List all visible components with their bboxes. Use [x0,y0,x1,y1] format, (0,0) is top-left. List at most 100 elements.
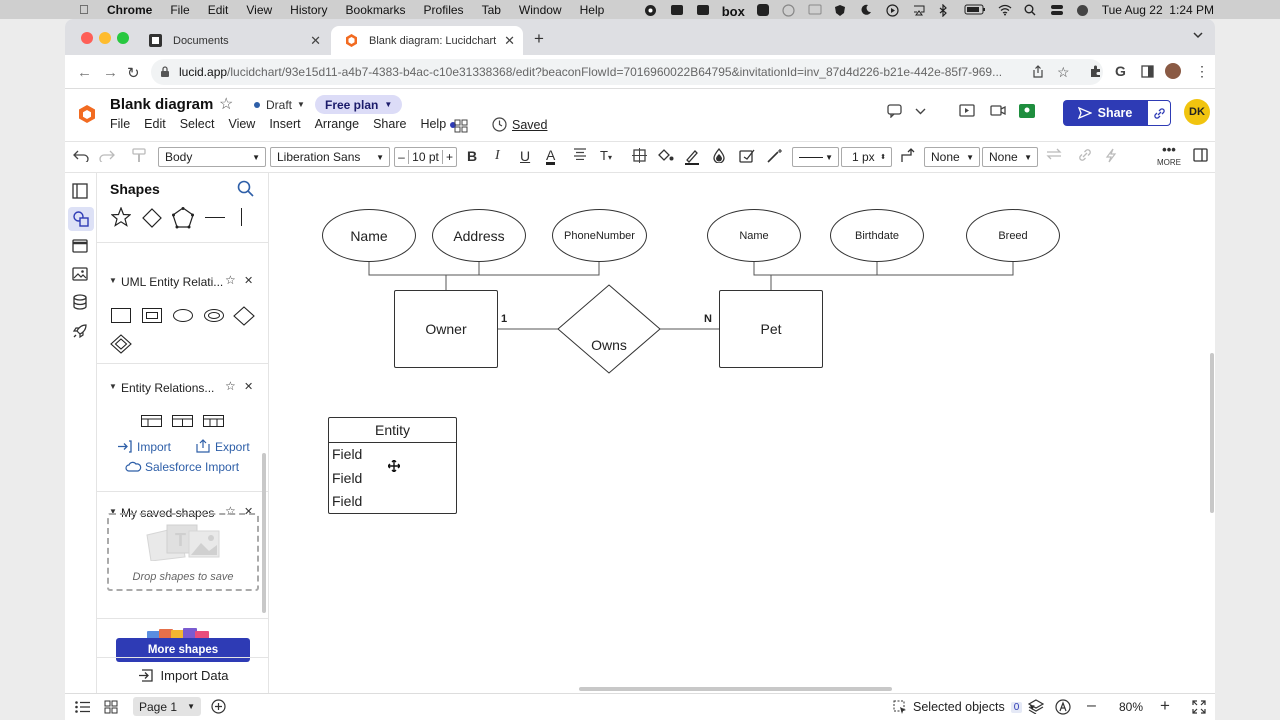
decrease-size-button[interactable]: – [395,150,409,164]
screen-icon[interactable] [808,4,822,16]
attribute-pet-name[interactable]: Name [707,209,801,262]
menubar-item-edit[interactable]: Edit [207,2,229,17]
import-link[interactable]: Import [137,440,172,454]
section-title-uml-er[interactable]: UML Entity Relati... [121,275,224,289]
opacity-icon[interactable] [713,148,725,163]
actions-icon[interactable] [1105,148,1117,163]
templates-icon[interactable] [72,238,90,256]
teams-icon[interactable] [696,4,710,16]
line-style-select[interactable]: ▼ [792,147,839,167]
menu-help[interactable]: Help [420,117,456,131]
fullscreen-icon[interactable] [1192,700,1206,714]
tab-documents[interactable]: Documents ✕ [135,26,329,55]
grammarly-icon[interactable]: G [1115,63,1126,79]
entity-field-row[interactable]: Field [332,493,363,509]
video-icon[interactable] [990,105,1006,116]
attribute-owner-phone[interactable]: PhoneNumber [552,209,647,262]
tab-close-icon[interactable]: ✕ [310,32,321,48]
redo-icon[interactable] [99,148,115,162]
panel-scrollbar[interactable] [262,453,266,613]
vertical-line-shape-icon[interactable] [241,208,242,226]
accessibility-icon[interactable] [1055,699,1071,715]
image-icon[interactable] [72,266,90,284]
box-icon[interactable]: box [721,3,745,19]
increase-size-button[interactable]: + [442,150,456,164]
entity-table-header[interactable]: Entity [329,418,456,443]
zoom-out-icon[interactable]: – [1087,697,1096,714]
weak-entity-shape-icon[interactable] [142,308,162,323]
shield-icon[interactable] [834,4,848,16]
end-arrow-select[interactable]: None▼ [982,147,1038,167]
menubar-item-profiles[interactable]: Profiles [423,2,464,17]
apple-icon[interactable]:  [79,2,93,17]
align-icon[interactable] [573,148,587,160]
entity-owner[interactable]: Owner [394,290,498,368]
favorite-star-icon[interactable]: ☆ [219,96,234,113]
more-shapes-button[interactable]: More shapes [116,638,250,662]
line-color-icon[interactable] [684,148,700,165]
export-link[interactable]: Export [215,440,250,454]
saved-shapes-dropzone[interactable]: T Drop shapes to save [107,513,259,591]
back-icon[interactable]: ← [77,64,92,81]
fill-color-icon[interactable] [657,148,674,163]
search-icon[interactable] [1024,4,1038,16]
moon-icon[interactable] [860,4,874,16]
edit-shape-icon[interactable] [739,148,755,163]
swap-arrows-icon[interactable] [1046,148,1062,160]
menu-insert[interactable]: Insert [269,117,301,131]
menu-select[interactable]: Select [179,117,215,131]
line-width-select[interactable]: 1 px⬍ [841,147,892,167]
minimize-window-button[interactable] [99,32,111,44]
attribute-pet-birthdate[interactable]: Birthdate [830,209,924,262]
selected-objects[interactable]: Selected objects 0 ▼ [893,700,1036,714]
lucidchart-logo-icon[interactable] [79,105,95,123]
cardinality-many[interactable]: N [704,313,712,325]
attribute-owner-name[interactable]: Name [322,209,416,262]
menubar-item-tab[interactable]: Tab [481,2,501,17]
shape-options-icon[interactable] [632,148,647,163]
menubar-clock[interactable]: Tue Aug 22 1:24 PM [1101,2,1214,17]
play-icon[interactable] [886,3,900,17]
cardinality-one[interactable]: 1 [501,313,508,325]
panel-toggle-icon[interactable] [1193,148,1208,162]
menu-share[interactable]: Share [373,117,407,131]
magic-wand-icon[interactable] [767,148,784,163]
underline-button[interactable]: U [520,148,531,164]
close-section-icon[interactable]: ✕ [244,381,254,393]
line-shape-icon[interactable] [205,217,225,218]
search-icon[interactable] [237,180,254,197]
comment-icon[interactable] [887,104,902,118]
bold-button[interactable]: B [467,148,478,164]
entity-table-2col-shape-icon[interactable] [172,415,193,427]
link-icon[interactable] [1078,148,1092,162]
entity-table-3col-shape-icon[interactable] [203,415,224,427]
menu-view[interactable]: View [228,117,256,131]
shapes-icon[interactable] [72,210,90,228]
page-tab[interactable]: Page 1 ▼ [133,697,201,716]
italic-button[interactable]: I [495,148,500,163]
menubar-item-file[interactable]: File [170,2,190,17]
relationship-owns-label[interactable]: Owns [591,337,627,353]
font-size-stepper[interactable]: – 10 pt + [394,147,457,167]
undo-icon[interactable] [73,148,89,162]
profile-avatar[interactable] [1165,63,1181,79]
menubar-item-help[interactable]: Help [579,2,605,17]
share-button[interactable]: Share [1063,100,1147,126]
menu-file[interactable]: File [110,117,131,131]
favorite-section-icon[interactable]: ☆ [225,379,236,393]
address-bar[interactable]: lucid.app/lucidchart/93e15d11-a4b7-4383-… [151,59,1103,85]
bookmark-star-icon[interactable]: ☆ [1057,64,1070,80]
entity-field-row[interactable]: Field [332,446,363,462]
star-shape-icon[interactable] [111,207,131,227]
document-title[interactable]: Blank diagram [110,96,214,113]
record-icon[interactable] [644,4,658,16]
siri-icon[interactable] [1076,4,1090,16]
google-classroom-icon[interactable] [1019,104,1035,118]
chrome-menu-icon[interactable]: ⋮ [1195,63,1209,79]
menubar-item-history[interactable]: History [290,2,328,17]
multivalued-attribute-shape-icon[interactable] [204,309,224,322]
airplay-icon[interactable] [912,4,926,16]
font-size-value[interactable]: 10 pt [412,150,439,164]
outlook-icon[interactable] [670,4,684,16]
more-button[interactable]: ••• MORE [1154,143,1184,167]
